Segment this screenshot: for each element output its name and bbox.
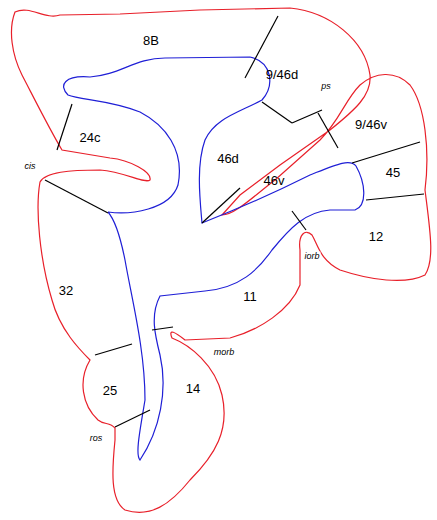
area-label: 32 [59, 284, 73, 297]
area-label: 9/46v [355, 118, 387, 131]
fundus-line [64, 57, 364, 460]
area-label: 46d [217, 152, 239, 165]
area-label: 8B [143, 34, 159, 47]
area-label: 24c [80, 131, 101, 144]
area-label: 14 [186, 382, 200, 395]
area-label: 9/46d [266, 68, 299, 81]
sulcus-label: ros [89, 434, 104, 443]
sulcus-label: iorb [303, 252, 320, 261]
area-borders [45, 16, 424, 427]
cortex-outline [11, 8, 430, 512]
area-label: 11 [243, 290, 257, 303]
area-label: 12 [369, 230, 383, 243]
sulcus-label: morb [213, 348, 236, 357]
sulcus-label: cis [24, 162, 37, 171]
area-label: 25 [103, 384, 117, 397]
area-label: 45 [386, 166, 400, 179]
area-label: 46v [264, 174, 285, 187]
sulcus-label: ps [320, 82, 332, 91]
